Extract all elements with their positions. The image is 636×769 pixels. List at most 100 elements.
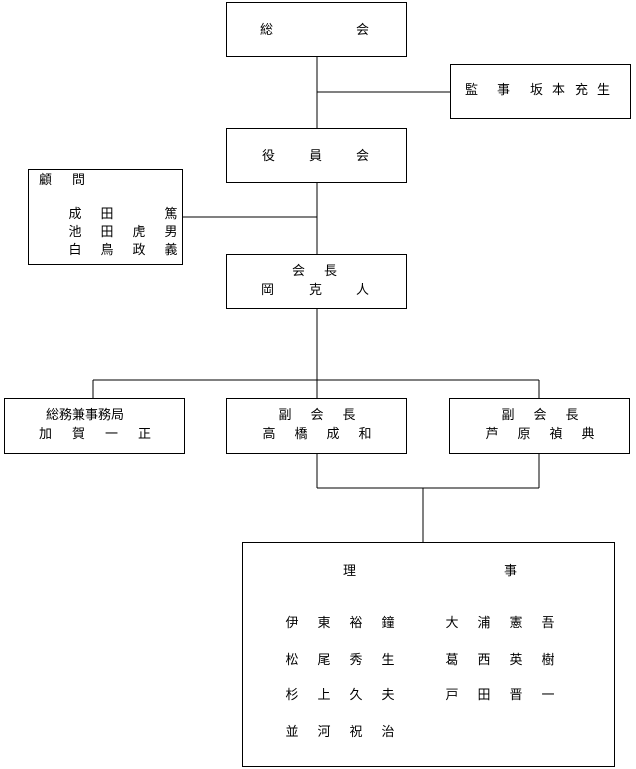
advisor-3-char-3: 政	[132, 243, 146, 258]
president-box: 会 長 岡 克 人	[226, 254, 407, 309]
dr3-c2: 田	[477, 688, 491, 703]
vp2-name-1: 芦	[485, 427, 499, 442]
auditor-title-1: 監	[465, 83, 479, 98]
advisors-title-1: 顧	[39, 173, 53, 188]
dr2-c4: 樹	[541, 653, 555, 668]
dl4-c1: 並	[285, 725, 299, 740]
dl1-c1: 伊	[285, 616, 299, 631]
dr1-c3: 憲	[509, 616, 523, 631]
general-assembly-label-2: 会	[356, 23, 370, 38]
secretariat-name-4: 正	[137, 427, 151, 442]
vp2-title-1: 副	[501, 408, 515, 423]
dl1-c4: 鐘	[381, 616, 395, 631]
vp1-title-2: 会	[310, 408, 324, 423]
president-name-2: 克	[309, 283, 323, 298]
secretariat-box: 総務兼事務局 加 賀 一 正	[4, 398, 185, 454]
dr3-c3: 晋	[509, 688, 523, 703]
dr1-c2: 浦	[477, 616, 491, 631]
board-label-2: 員	[309, 149, 323, 164]
dl1-c3: 裕	[349, 616, 363, 631]
director-right-row-1: 大 浦 憲 吾	[436, 616, 564, 632]
board-label-3: 会	[356, 149, 370, 164]
advisor-row-2: 池 田 虎 男	[59, 225, 187, 241]
advisor-1-char-2: 田	[100, 207, 114, 222]
vp2-name-2: 原	[517, 427, 531, 442]
auditor-title-2: 事	[497, 83, 511, 98]
vp1-title-1: 副	[278, 408, 292, 423]
dl3-c3: 久	[349, 688, 363, 703]
secretariat-title: 総務兼事務局	[46, 408, 125, 423]
vp2-name-3: 禎	[549, 427, 563, 442]
director-left-row-4: 並 河 祝 治	[276, 725, 404, 741]
secretariat-name-2: 賀	[71, 427, 85, 442]
dl3-c1: 杉	[285, 688, 299, 703]
dr1-c4: 吾	[541, 616, 555, 631]
dl2-c1: 松	[285, 653, 299, 668]
advisor-row-3: 白 鳥 政 義	[59, 243, 187, 259]
dl4-c2: 河	[317, 725, 331, 740]
general-assembly-label-1: 総	[260, 23, 274, 38]
advisor-3-char-2: 鳥	[100, 243, 114, 258]
director-left-row-2: 松 尾 秀 生	[276, 653, 404, 669]
dr2-c3: 英	[509, 653, 523, 668]
advisor-1-char-4: 篤	[164, 207, 178, 222]
vp2-title-3: 長	[565, 408, 579, 423]
dr3-c1: 戸	[445, 688, 459, 703]
advisor-2-char-2: 田	[100, 225, 114, 240]
director-left-row-3: 杉 上 久 夫	[276, 688, 404, 704]
dr3-c4: 一	[541, 688, 555, 703]
vp1-name-1: 高	[262, 427, 276, 442]
president-title-2: 長	[324, 264, 338, 279]
president-name-1: 岡	[261, 283, 275, 298]
advisor-1-char-1: 成	[68, 207, 82, 222]
president-name-3: 人	[356, 283, 370, 298]
vice-president-2-title: 副 会 長	[492, 408, 588, 424]
vice-president-2-box: 副 会 長 芦 原 禎 典	[449, 398, 630, 454]
vice-president-1-name: 高 橋 成 和	[253, 427, 381, 443]
dl2-c2: 尾	[317, 653, 331, 668]
dr1-c1: 大	[445, 616, 459, 631]
dl2-c3: 秀	[349, 653, 363, 668]
vice-president-1-title: 副 会 長	[269, 408, 365, 424]
directors-title-2: 事	[504, 564, 518, 579]
secretariat-name-1: 加	[38, 427, 52, 442]
general-assembly-box: 総 会	[226, 2, 407, 57]
director-right-row-2: 葛 西 英 樹	[436, 653, 564, 669]
vp2-name-4: 典	[581, 427, 595, 442]
secretariat-name-3: 一	[104, 427, 118, 442]
board-label-1: 役	[262, 149, 276, 164]
auditor-name-3: 充	[575, 83, 589, 98]
directors-box: 理 事 伊 東 裕 鐘 松 尾 秀 生 杉 上 久 夫 並 河 祝 治 大 浦	[242, 542, 615, 767]
board-box: 役 員 会	[226, 128, 407, 183]
advisor-row-1: 成 田 篤	[59, 207, 187, 223]
vice-president-2-name: 芦 原 禎 典	[476, 427, 604, 443]
vp1-name-4: 和	[358, 427, 372, 442]
vp1-name-3: 成	[326, 427, 340, 442]
advisors-title-2: 問	[72, 173, 86, 188]
dl1-c2: 東	[317, 616, 331, 631]
dr2-c1: 葛	[445, 653, 459, 668]
dl4-c3: 祝	[349, 725, 363, 740]
vp1-title-3: 長	[342, 408, 356, 423]
secretariat-name: 加 賀 一 正	[29, 427, 161, 443]
advisor-2-char-3: 虎	[132, 225, 146, 240]
vp1-name-2: 橋	[294, 427, 308, 442]
dl3-c4: 夫	[381, 688, 395, 703]
vp2-title-2: 会	[533, 408, 547, 423]
president-title-1: 会	[292, 264, 306, 279]
advisor-3-char-4: 義	[164, 243, 178, 258]
auditor-box: 監 事 坂 本 充 生	[450, 64, 631, 119]
advisor-1-char-3	[123, 207, 155, 223]
vice-president-1-box: 副 会 長 高 橋 成 和	[226, 398, 407, 454]
auditor-name-4: 生	[597, 83, 611, 98]
advisors-box: 顧 問 成 田 篤 池 田 虎 男 白 鳥 政 義	[28, 169, 183, 265]
auditor-name-2: 本	[552, 83, 566, 98]
auditor-name-1: 坂	[530, 83, 544, 98]
dl3-c2: 上	[317, 688, 331, 703]
dl2-c4: 生	[381, 653, 395, 668]
directors-title-1: 理	[343, 564, 357, 579]
director-left-row-1: 伊 東 裕 鐘	[276, 616, 404, 632]
advisor-3-char-1: 白	[68, 243, 82, 258]
